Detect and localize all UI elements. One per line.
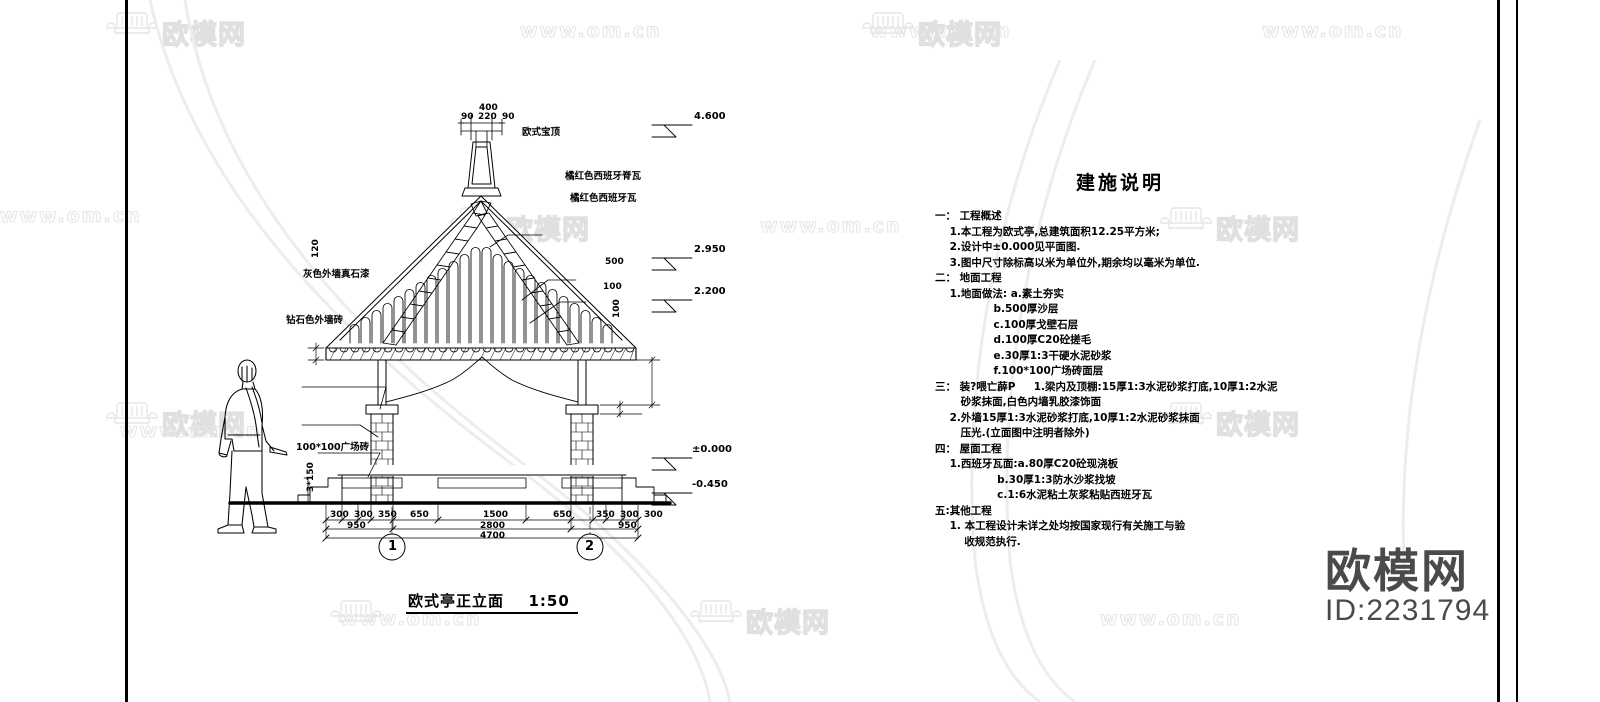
- level-2200: 2.200: [694, 286, 726, 297]
- watermark-url: www.om.cn: [519, 19, 662, 42]
- dim-300-c: 300: [620, 510, 639, 520]
- spec-line: 五:其他工程: [935, 504, 992, 517]
- site-logo-brand: 欧模网: [1325, 544, 1469, 598]
- watermark-url: www.om.cn: [1099, 607, 1242, 630]
- watermark-brand: 欧模网: [917, 19, 1002, 51]
- elevation-drawing: [190, 95, 750, 575]
- spec-line: 1.地面做法: a.素土夯实: [935, 287, 1064, 300]
- dim-650-a: 650: [410, 510, 429, 520]
- spec-line: 二： 地面工程: [935, 272, 1002, 284]
- drawing-scale: 1:50: [528, 592, 570, 610]
- step-dim: 3*150: [306, 462, 316, 492]
- spec-line: e.30厚1:3干硬水泥砂浆: [935, 349, 1112, 362]
- roof-ridge-tile-label: 橘红色西班牙脊瓦: [565, 171, 642, 182]
- spec-line: 三： 装?喂亡薜P 1.梁内及顶棚:15厚1:3水泥砂浆打底,10厚1:2水泥: [935, 380, 1278, 393]
- dim-350-b: 350: [596, 510, 615, 520]
- spec-line: 压光.(立面图中注明者除外): [935, 427, 1090, 439]
- spec-line: 3.图中尺寸除标高以米为单位外,期余均以毫米为单位.: [935, 256, 1200, 269]
- spec-line: 2.设计中±0.000见平面图.: [935, 241, 1081, 253]
- dim-950-a: 950: [347, 521, 366, 531]
- dim-300-a: 300: [330, 510, 349, 520]
- cap-dim: 100: [612, 299, 622, 318]
- spec-line: 一： 工程概述: [935, 210, 1002, 222]
- watermark-brand: 欧模网: [161, 19, 246, 51]
- dim-300-b: 300: [354, 510, 373, 520]
- drawing-title: 欧式亭正立面 1:50: [408, 590, 570, 611]
- sofa-icon: [106, 10, 158, 36]
- dim-650-b: 650: [553, 510, 572, 520]
- spec-title: 建施说明: [1075, 172, 1164, 194]
- spec-line: 砂浆抹面,白色内墙乳胶漆饰面: [935, 396, 1102, 408]
- sheet-border-right-inner: [1497, 0, 1500, 702]
- watermark-url: www.om.cn: [869, 19, 1012, 42]
- spec-line: 收规范执行.: [935, 535, 1021, 548]
- watermark-url: www.om.cn: [0, 204, 142, 227]
- dim-1500: 1500: [483, 510, 509, 520]
- spec-line: 1.西班牙瓦面:a.80厚C20砼现浇板: [935, 458, 1119, 470]
- grid-bubble-2: 2: [585, 539, 595, 554]
- site-logo: 欧模网 ID:2231794: [1325, 548, 1490, 629]
- level-4600: 4.600: [694, 111, 726, 122]
- dim-350-a: 350: [378, 510, 397, 520]
- wall-tile-label: 钻石色外墙砖: [286, 315, 344, 326]
- finial-label: 欧式宝顶: [522, 127, 561, 138]
- specification-block: 建施说明 一： 工程概述 1.本工程为欧式亭,总建筑面积12.25平方米; 2.…: [935, 168, 1295, 550]
- watermark-url: www.om.cn: [759, 214, 902, 237]
- sheet-border-left: [125, 0, 128, 702]
- spec-line: 2.外墙15厚1:3水泥砂浆打底,10厚1:2水泥砂浆抹面: [935, 411, 1200, 424]
- dim-950-b: 950: [618, 521, 637, 531]
- beam-dim-500: 500: [605, 257, 624, 267]
- dim-4700: 4700: [480, 531, 506, 541]
- spec-line: c.100厚戈壁石层: [935, 318, 1079, 331]
- dim-2800: 2800: [480, 521, 506, 531]
- beam-dim-100: 100: [603, 282, 622, 292]
- drawing-title-underline: [406, 612, 578, 614]
- spec-line: 1.本工程为欧式亭,总建筑面积12.25平方米;: [935, 225, 1160, 238]
- level-minus-0450: -0.450: [692, 479, 728, 490]
- finial-dim-right: 90: [502, 112, 515, 122]
- spec-line: c.1:6水泥粘土灰浆粘贴西班牙瓦: [935, 489, 1153, 501]
- spec-line: 四： 屋面工程: [935, 442, 1002, 455]
- grid-bubble-1: 1: [388, 539, 398, 554]
- watermark-url: www.om.cn: [1261, 19, 1404, 42]
- paving-label: 100*100广场砖: [296, 442, 370, 453]
- spec-lines: 一： 工程概述 1.本工程为欧式亭,总建筑面积12.25平方米; 2.设计中±0…: [935, 209, 1295, 550]
- watermark-brand: 欧模网: [745, 607, 830, 639]
- finial-dim-left: 90: [461, 112, 474, 122]
- spec-line: 1. 本工程设计未详之处均按国家现行有关施工与验: [935, 520, 1186, 532]
- sofa-icon: [690, 598, 742, 624]
- spec-line: b.30厚1:3防水沙浆找坡: [935, 473, 1116, 486]
- roof-tile-label: 橘红色西班牙瓦: [570, 193, 637, 204]
- sofa-icon: [106, 400, 158, 426]
- eave-dim: 120: [311, 239, 321, 258]
- finial-dim-mid: 220: [478, 112, 497, 122]
- site-logo-id: ID:2231794: [1325, 594, 1491, 627]
- spec-line: f.100*100广场砖面层: [935, 365, 1104, 377]
- sheet-border-right-outer: [1516, 0, 1518, 702]
- level-2950: 2.950: [694, 244, 726, 255]
- dim-300-d: 300: [644, 510, 663, 520]
- wall-paint-label: 灰色外墙真石漆: [303, 269, 370, 280]
- sofa-icon: [330, 598, 382, 624]
- sofa-icon: [862, 10, 914, 36]
- drawing-title-text: 欧式亭正立面: [408, 592, 505, 610]
- spec-line: b.500厚沙层: [935, 303, 1059, 315]
- spec-line: d.100厚C20砼搓毛: [935, 334, 1092, 346]
- level-0000: ±0.000: [692, 444, 733, 455]
